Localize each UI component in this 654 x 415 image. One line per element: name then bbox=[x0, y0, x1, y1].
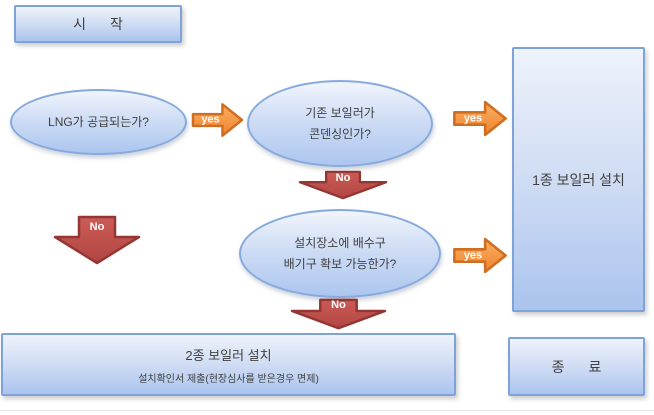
drain-yes-arrow: yes bbox=[452, 236, 508, 275]
condensing-question-line1: 기존 보일러가 bbox=[305, 105, 375, 120]
start-node-label: 시 작 bbox=[73, 16, 133, 32]
condensing-no-arrow: No bbox=[295, 170, 391, 200]
lng-question-label: LNG가 공급되는가? bbox=[48, 114, 149, 129]
type2-install-node: 2종 보일러 설치 설치확인서 제출(현장심사를 받은경우 면제) bbox=[1, 333, 456, 396]
right-arrow-icon bbox=[453, 100, 507, 137]
end-node-label: 종 료 bbox=[551, 358, 612, 375]
condensing-yes-arrow: yes bbox=[452, 99, 508, 138]
down-arrow-icon bbox=[298, 170, 388, 200]
right-arrow-icon bbox=[191, 103, 244, 137]
drain-question-line1: 설치장소에 배수구 bbox=[294, 235, 386, 250]
page-edge-line bbox=[0, 410, 654, 411]
drain-question-ellipse: 설치장소에 배수구 배기구 확보 가능한가? bbox=[239, 209, 441, 298]
down-arrow-icon bbox=[290, 298, 387, 330]
condensing-question-ellipse: 기존 보일러가 콘덴싱인가? bbox=[247, 80, 433, 167]
lng-no-arrow: No bbox=[53, 215, 141, 265]
down-arrow-icon bbox=[53, 215, 141, 265]
end-node: 종 료 bbox=[508, 337, 645, 396]
drain-no-arrow: No bbox=[290, 297, 387, 331]
lng-yes-arrow: yes bbox=[191, 101, 244, 139]
type2-install-label: 2종 보일러 설치 bbox=[185, 347, 272, 363]
condensing-question-line2: 콘덴싱인가? bbox=[309, 126, 371, 141]
start-node: 시 작 bbox=[14, 5, 182, 43]
lng-question-ellipse: LNG가 공급되는가? bbox=[10, 89, 187, 155]
type1-install-node: 1종 보일러 설치 bbox=[512, 47, 645, 312]
right-arrow-icon bbox=[453, 237, 507, 274]
type1-install-label: 1종 보일러 설치 bbox=[532, 171, 625, 188]
type2-install-sublabel: 설치확인서 제출(현장심사를 받은경우 면제) bbox=[138, 373, 319, 385]
drain-question-line2: 배기구 확보 가능한가? bbox=[283, 256, 397, 271]
